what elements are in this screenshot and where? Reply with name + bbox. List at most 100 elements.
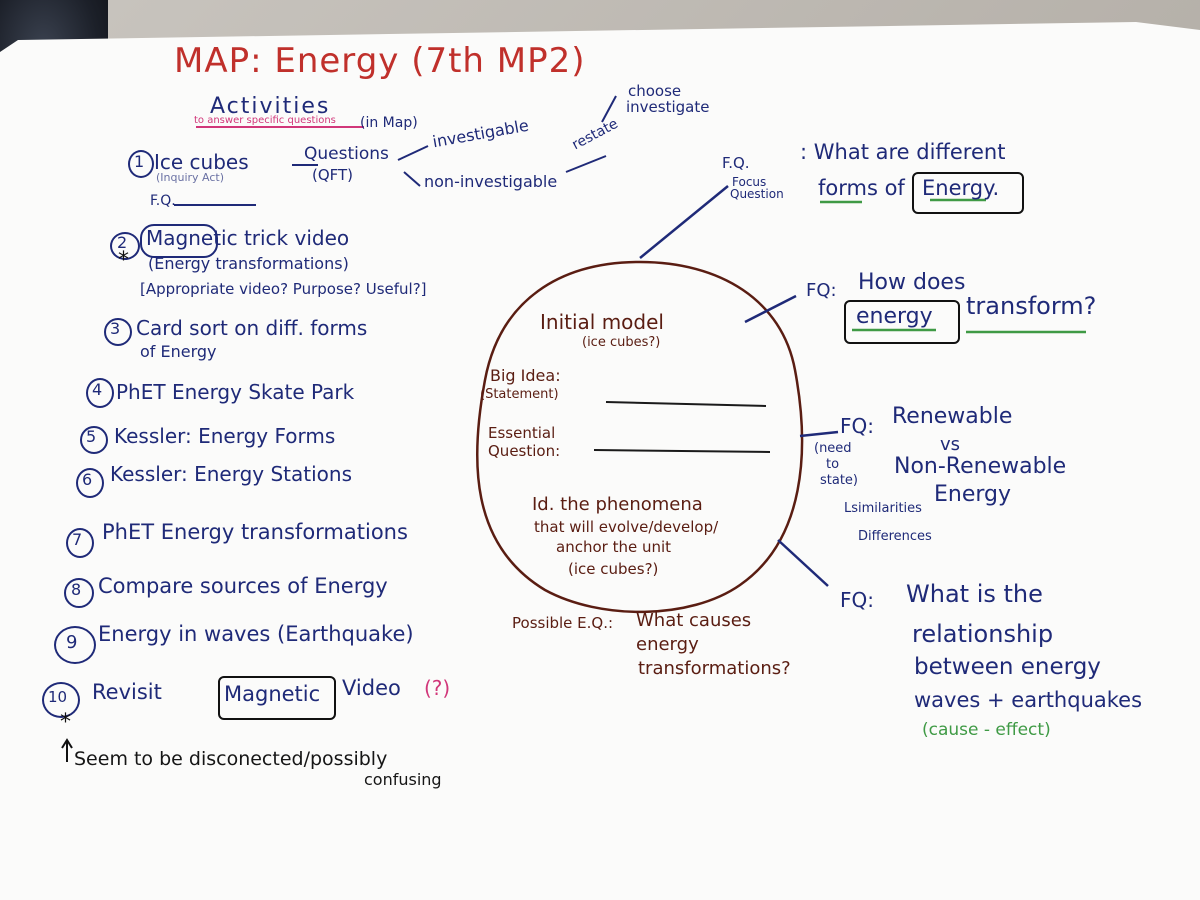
item-10-tail: Video (342, 676, 401, 700)
qft-label: (QFT) (312, 166, 354, 184)
footnote: Seem to be disconected/possibly (74, 748, 388, 770)
item-6-num: 6 (82, 470, 93, 489)
fq1-boxed: Energy. (922, 176, 1000, 200)
fq3-to: to (826, 457, 840, 472)
phenomena-3: anchor the unit (556, 538, 672, 556)
poster-title: MAP: Energy (7th MP2) (174, 41, 586, 81)
item-3-num: 3 (110, 319, 121, 338)
spoke-fq4 (777, 539, 829, 587)
line-non-investigable (403, 171, 421, 187)
item-2-circle (110, 232, 140, 260)
non-investigable-label: non-investigable (424, 172, 558, 191)
item-2-label: Magnetic trick video (146, 226, 350, 250)
fq3-text-1: Renewable (892, 404, 1013, 429)
item-5-circle (80, 426, 108, 454)
big-idea-blank (605, 401, 767, 407)
item-1-circle (128, 150, 154, 178)
fq1-label: F.Q. (722, 154, 750, 172)
item-1-num: 1 (134, 152, 145, 171)
item-9-num: 9 (66, 632, 78, 653)
spoke-fq1 (639, 185, 729, 259)
activities-subheading: to answer specific questions (194, 115, 336, 126)
spoke-fq2 (744, 294, 797, 324)
item-10-boxed: Magnetic (224, 682, 321, 706)
fq4-text-3: between energy (914, 654, 1101, 680)
item-9-label: Energy in waves (Earthquake) (98, 622, 414, 646)
item-7-circle (66, 528, 94, 558)
initial-model-sub: (ice cubes?) (582, 335, 661, 350)
item-10-circle (42, 682, 80, 718)
item-6-label: Kessler: Energy Stations (110, 462, 352, 486)
item-7-num: 7 (72, 530, 83, 549)
item-1-sub: (Inquiry Act) (156, 171, 225, 184)
fq3-vs: vs (940, 434, 961, 455)
item-5-num: 5 (86, 427, 97, 446)
item-10-label: Revisit (92, 680, 162, 704)
line-choose (601, 95, 617, 123)
item-8-label: Compare sources of Energy (98, 574, 388, 598)
fq1-energy-box (912, 172, 1024, 214)
footnote-2: confusing (364, 770, 442, 789)
item-4-circle (86, 378, 114, 408)
line-investigable (397, 145, 429, 161)
possible-eq-text-3: transformations? (638, 658, 791, 679)
essential-label: Essential (488, 424, 556, 442)
fq4-text-4: waves + earthquakes (914, 688, 1143, 712)
phenomena-4: (ice cubes?) (568, 560, 659, 578)
question-label: Question: (488, 442, 561, 460)
item-6-circle (76, 468, 104, 498)
center-circle (475, 260, 804, 614)
choose-label: choose (628, 82, 682, 100)
possible-eq-label: Possible E.Q.: (512, 614, 614, 632)
fq2-text-1: How does (858, 270, 966, 295)
fq2-boxed: energy (856, 304, 933, 329)
fq1-text-2: forms of (818, 176, 905, 200)
fq4-cause-effect: (cause - effect) (922, 720, 1051, 740)
fq2-label: FQ: (806, 280, 837, 301)
initial-model: Initial model (540, 310, 664, 334)
item-8-circle (64, 578, 94, 608)
item-4-num: 4 (92, 380, 103, 399)
item-10-mark: (?) (424, 676, 451, 700)
big-idea-label: Big Idea: (490, 366, 561, 385)
magnetic-circle (140, 224, 218, 258)
spoke-fq3 (799, 430, 839, 438)
item-10-num: 10 (48, 688, 68, 706)
item-4-label: PhET Energy Skate Park (116, 380, 355, 404)
item-2-star: * (118, 248, 129, 273)
fq3-differences: Differences (858, 529, 932, 544)
line-restate (565, 155, 607, 173)
fq4-label: FQ: (840, 588, 874, 612)
essential-question-blank (593, 449, 771, 453)
item-5-label: Kessler: Energy Forms (114, 424, 336, 448)
big-idea-sub: (Statement) (480, 387, 559, 402)
item-7-label: PhET Energy transformations (102, 520, 408, 544)
fq1-question: Question (730, 187, 784, 201)
fq3-similarities: Lsimilarities (844, 501, 922, 516)
fq1-focus: Focus (732, 175, 767, 189)
possible-eq-text-1: What causes (636, 610, 752, 631)
fq4-text-2: relationship (912, 620, 1054, 648)
item-1-label: Ice cubes (154, 150, 249, 174)
investigate-label: investigate (626, 98, 710, 116)
item-2-num: 2 (117, 233, 128, 252)
item-3-label: Card sort on diff. forms (136, 316, 368, 340)
fq3-text-2: Non-Renewable (894, 454, 1067, 479)
fq4-text-1: What is the (906, 580, 1043, 608)
item-10-star: * (60, 710, 71, 735)
fq2-energy-box (844, 300, 960, 344)
item-2-sub: (Energy transformations) (148, 254, 349, 273)
fq3-label: FQ: (840, 414, 874, 438)
item-3-sub: of Energy (140, 342, 217, 361)
possible-eq-text-2: energy (636, 634, 699, 655)
item-2-note: [Appropriate video? Purpose? Useful?] (140, 280, 427, 298)
fq2-text-2: transform? (966, 292, 1097, 320)
magnetic-box (218, 676, 336, 720)
item-3-circle (104, 318, 132, 346)
activities-subheading-tail: (in Map) (360, 115, 418, 131)
fq3-need: (need (814, 441, 852, 456)
fq3-text-3: Energy (934, 482, 1012, 507)
activities-heading: Activities (210, 94, 331, 119)
phenomena-1: Id. the phenomena (532, 494, 703, 515)
